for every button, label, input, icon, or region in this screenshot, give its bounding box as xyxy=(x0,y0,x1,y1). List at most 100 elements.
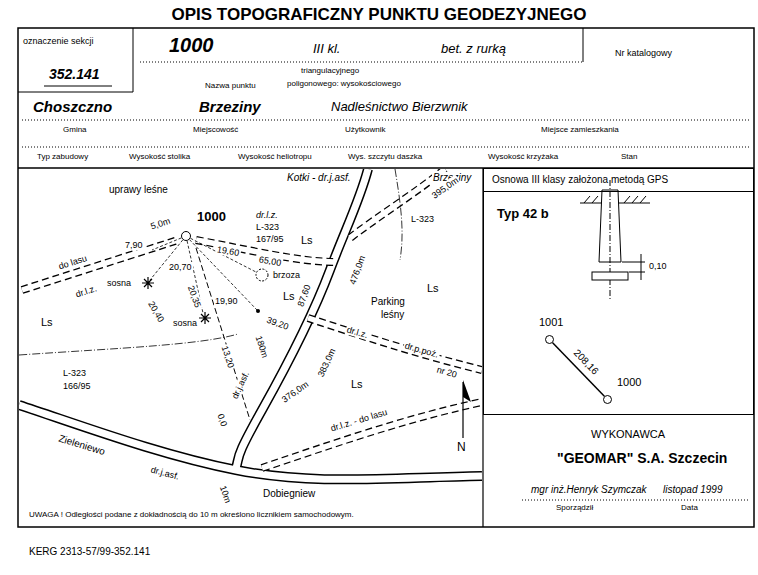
distance-label: 383,0m xyxy=(315,346,338,379)
panel-heading: Osnowa III klasy założona metodą GPS xyxy=(484,169,753,192)
forest-road-edge xyxy=(350,169,445,238)
distance-label: 10m xyxy=(217,483,233,505)
field-caption: oznaczenie sekcji xyxy=(22,36,95,46)
locality-name: Brzeziny xyxy=(198,98,262,115)
note: UWAGA ! Odległości podane z dokładnością… xyxy=(28,510,355,519)
gps-point: 1001 xyxy=(545,335,554,344)
map-roads xyxy=(19,169,482,479)
tree-symbol xyxy=(199,312,211,324)
point-number: 1000 xyxy=(616,376,642,389)
distance-label: 376,0m xyxy=(279,379,311,406)
cell-divider xyxy=(583,28,584,62)
monument-kind: bet. z rurką xyxy=(440,42,507,57)
measurement-line xyxy=(150,236,186,280)
field-caption: Gmina xyxy=(62,125,88,134)
parcel-label: 166/95 xyxy=(62,381,92,391)
forest-road-fill xyxy=(308,318,482,370)
road-label: dr.p.poż. xyxy=(403,340,441,360)
point-number: 1001 xyxy=(538,316,564,329)
road-label: Kotki - dr.j.asf. xyxy=(286,172,352,184)
road-label: dr.l.z. xyxy=(73,283,99,300)
distance-label: 20,40 xyxy=(146,299,167,325)
road-label: dr.l.z. xyxy=(345,324,370,340)
gps-panel: Osnowa III klasy założona metodą GPS Typ … xyxy=(483,168,754,415)
field-caption: Sporządził xyxy=(555,503,594,512)
distance-label: 5,0m xyxy=(148,215,172,232)
distance-label: 65,00 xyxy=(257,254,283,268)
dimension-label: 0,10 xyxy=(648,261,668,271)
distance-label: 20,35 xyxy=(185,283,203,310)
distance-label: 19,60 xyxy=(215,244,241,258)
measurement-line xyxy=(186,236,256,272)
center-line xyxy=(610,180,611,300)
compartment-boundary xyxy=(19,334,238,355)
date-value: listopad 1999 xyxy=(662,484,724,496)
distance-label: 39,20 xyxy=(264,314,291,332)
road-label: Zieleniewo xyxy=(56,432,107,458)
field-caption: Data xyxy=(680,503,699,512)
contractor-name: "GEOMAR" S.A. Szczecin xyxy=(556,450,728,466)
field-caption: Typ zabudowy xyxy=(36,152,89,161)
distance-label: 19,90 xyxy=(214,296,239,306)
area-label: Ls xyxy=(300,234,314,247)
place-label: Parking xyxy=(370,296,406,308)
parcel-label: L-323 xyxy=(410,214,435,224)
field-caption: Użytkownik xyxy=(344,125,386,134)
gps-point: 1000 xyxy=(603,395,612,404)
measurement-lines xyxy=(150,236,257,313)
field-caption: Wys. szczytu daszka xyxy=(347,152,423,161)
parcel-label: L-323 xyxy=(62,368,87,378)
area-label: uprawy leśne xyxy=(108,184,169,196)
forest-road-fill xyxy=(262,402,482,468)
north-arrow-head xyxy=(463,380,471,402)
tree-label: brzoza xyxy=(272,270,301,280)
field-caption: poligonowego: wysokościowego xyxy=(286,79,402,88)
monument-sketch xyxy=(580,180,650,300)
base-plate xyxy=(592,272,628,280)
distance-label: 87,60 xyxy=(295,282,313,309)
distance-label: 13,20 xyxy=(219,344,236,371)
distance-label: 0,0 xyxy=(215,412,229,429)
distance-label: 180m xyxy=(253,334,270,361)
area-label: Ls xyxy=(282,290,296,303)
tree-symbol xyxy=(142,277,154,289)
measurement-line xyxy=(186,236,257,310)
forest-road-edge xyxy=(308,318,482,370)
forest-road-fill xyxy=(22,240,178,290)
dimension-line xyxy=(622,262,645,263)
field-caption: Wysokość heliotropu xyxy=(237,152,313,161)
point-class: III kl. xyxy=(312,42,341,57)
field-caption: Nr katalogowy xyxy=(614,48,673,58)
parcel-label: 167/95 xyxy=(255,234,285,244)
forest-road-edge xyxy=(262,402,482,468)
birch-symbol xyxy=(256,269,268,281)
dotted-rule xyxy=(22,120,750,121)
monument-type: Typ 42 b xyxy=(496,207,550,222)
forest-road-fill xyxy=(350,169,445,238)
field-caption: triangulacyjnego xyxy=(300,66,360,75)
cell-divider xyxy=(18,92,133,93)
road-label: Dobiegniew xyxy=(262,488,316,500)
area-label: Ls xyxy=(350,378,364,391)
road-label: do lasu xyxy=(56,253,89,272)
road-label: nr 20 xyxy=(435,364,459,380)
field-caption: Miejsce zamieszkania xyxy=(540,125,620,134)
author-name: mgr inż.Henryk Szymczak xyxy=(530,484,648,496)
field-caption: Wysokość stolika xyxy=(128,152,191,161)
north-label: N xyxy=(456,441,467,455)
point-number: 1000 xyxy=(196,210,227,225)
cell-divider xyxy=(133,28,134,92)
area-label: Ls xyxy=(40,316,54,329)
section-code: 352.141 xyxy=(48,66,101,82)
forest-road-edge xyxy=(22,240,178,290)
dimension-line xyxy=(629,272,645,273)
field-caption: Nazwa punktu xyxy=(204,81,257,90)
distance-label: 208,16 xyxy=(571,346,602,377)
distance-label: 476,0m xyxy=(347,253,368,287)
field-caption: Miejscowość xyxy=(192,125,239,134)
road-label: dr.j.asf. xyxy=(229,369,251,401)
area-label: Ls xyxy=(426,282,440,295)
field-caption: Wysokość krzyżaka xyxy=(487,152,559,161)
point-number: 1000 xyxy=(168,34,215,57)
